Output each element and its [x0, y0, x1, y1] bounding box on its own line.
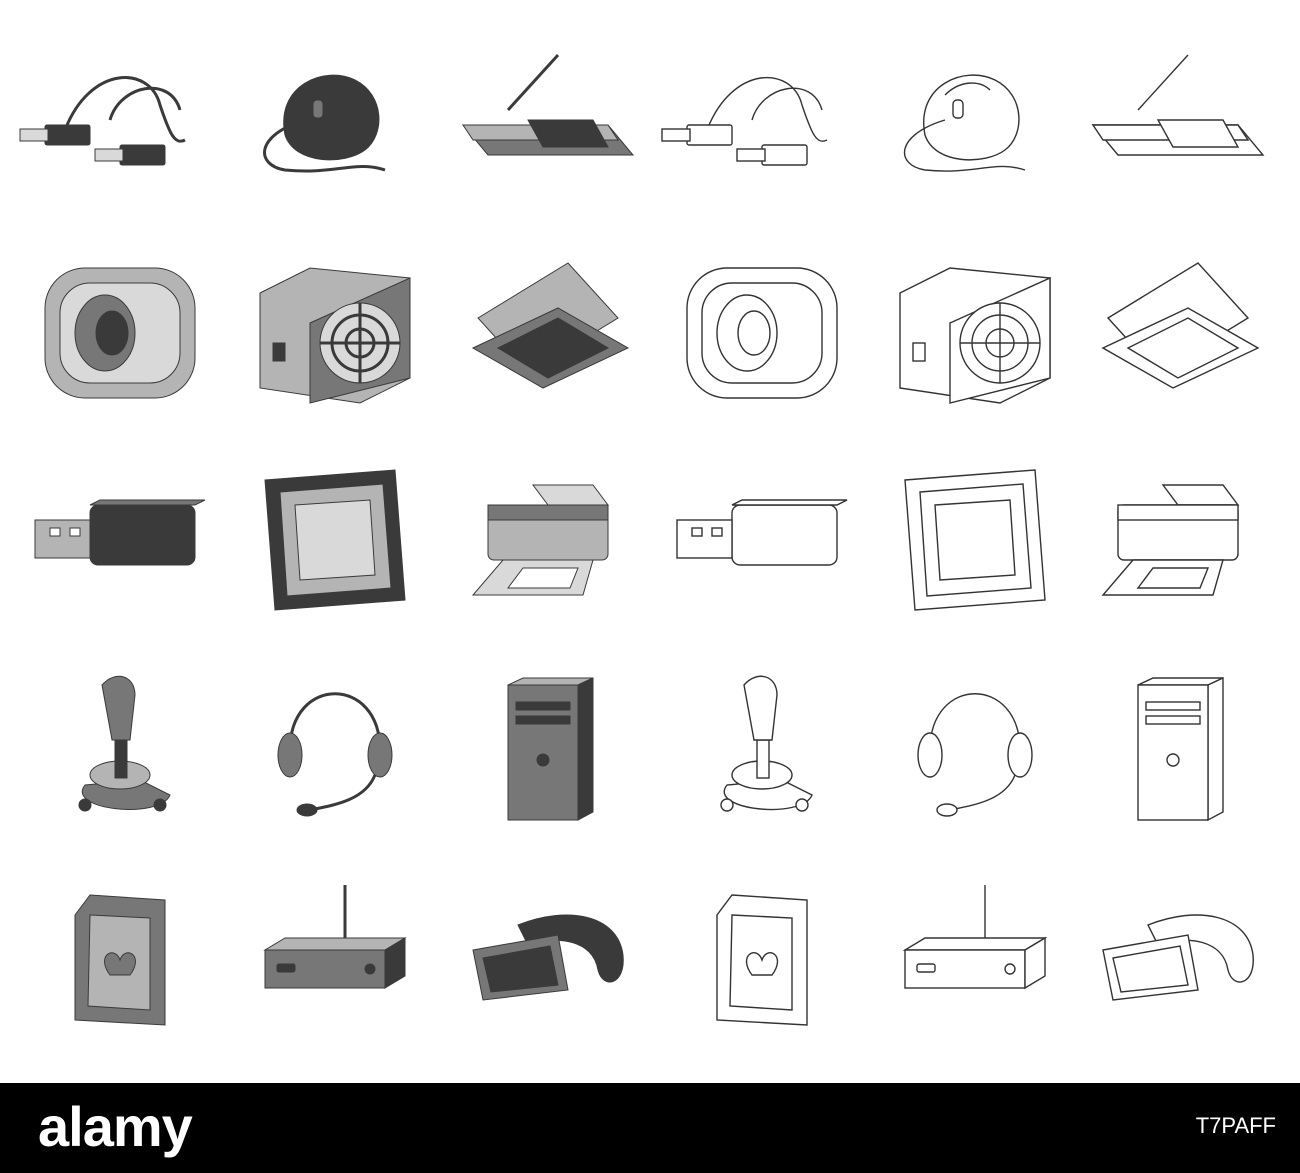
- vr-headset-icon: [472, 914, 624, 1001]
- usb-cable-outline-icon: [661, 76, 828, 166]
- sd-card-outline-icon: [716, 894, 808, 1026]
- wifi-router-icon: [263, 885, 407, 989]
- wifi-router-outline-icon: [902, 885, 1048, 990]
- usb-flash-drive-outline-icon: [676, 499, 848, 566]
- flatbed-scanner-icon: [471, 262, 630, 389]
- usb-flash-drive-icon: [34, 499, 206, 566]
- printer-outline-icon: [1101, 484, 1240, 596]
- power-supply-outline-icon: [899, 267, 1051, 404]
- computer-mouse-icon: [263, 74, 386, 173]
- image-id: T7PAFF: [1195, 1113, 1276, 1138]
- cpu-processor-outline-icon: [904, 469, 1046, 611]
- graphics-tablet-outline-icon: [1091, 54, 1265, 156]
- icon-grid: [19, 53, 1265, 1026]
- flatbed-scanner-outline-icon: [1101, 262, 1260, 389]
- power-supply-icon: [259, 267, 411, 404]
- joystick-outline-icon: [720, 675, 813, 812]
- pc-tower-outline-icon: [1137, 676, 1224, 822]
- headset-outline-icon: [917, 693, 1033, 817]
- joystick-icon: [78, 675, 171, 812]
- vr-headset-outline-icon: [1102, 914, 1254, 1001]
- cpu-processor-icon: [264, 469, 406, 611]
- alamy-logo: alamy: [38, 1095, 193, 1158]
- headset-icon: [277, 692, 393, 817]
- printer-icon: [471, 484, 609, 596]
- computer-mouse-outline-icon: [903, 74, 1026, 172]
- webcam-icon: [44, 267, 196, 399]
- sd-card-icon: [74, 894, 166, 1026]
- graphics-tablet-icon: [461, 53, 635, 156]
- usb-cable-icon: [19, 76, 186, 166]
- webcam-outline-icon: [686, 267, 838, 399]
- icons-canvas: [19, 53, 1265, 1026]
- pc-tower-icon: [507, 677, 594, 821]
- watermark-footer: alamy T7PAFF: [0, 1083, 1300, 1173]
